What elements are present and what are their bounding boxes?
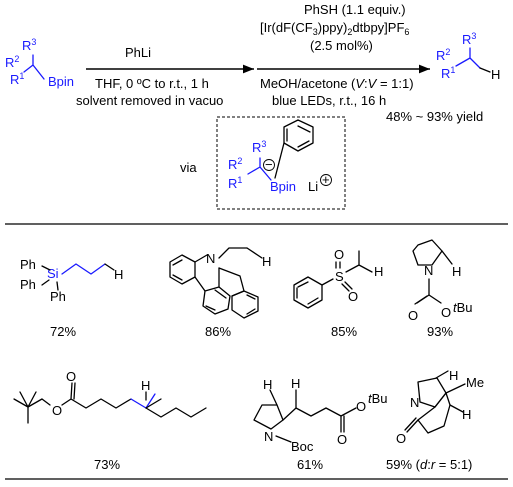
- svg-text:R3: R3: [252, 139, 266, 155]
- svg-text:H: H: [114, 267, 123, 282]
- step2-loading: (2.5 mol%): [310, 38, 373, 53]
- svg-text:R1: R1: [10, 71, 24, 87]
- svg-text:R2: R2: [436, 47, 450, 63]
- svg-text:R1: R1: [441, 65, 455, 81]
- yield-73: 73%: [94, 457, 120, 472]
- yield-86: 86%: [205, 324, 231, 339]
- svg-text:O: O: [52, 403, 62, 418]
- product-alkane: R2 R3 R1 H: [436, 31, 500, 82]
- step2-thiol: PhSH (1.1 equiv.): [304, 2, 406, 17]
- methyl-label: Me: [466, 375, 484, 390]
- svg-text:N: N: [264, 429, 273, 444]
- carbazole-n: N: [206, 251, 215, 266]
- example-carbazole: N H 86%: [169, 247, 271, 339]
- product-h: H: [491, 67, 500, 82]
- yield-61: 61%: [297, 457, 323, 472]
- svg-text:Ph: Ph: [20, 277, 36, 292]
- boc-label: Boc: [291, 439, 314, 454]
- yield-59: 59% (d:r = 5:1): [386, 457, 472, 472]
- svg-text:R3: R3: [22, 37, 36, 53]
- svg-text:R2: R2: [5, 54, 19, 70]
- bpin-label: Bpin: [48, 74, 74, 89]
- svg-text:O: O: [337, 432, 347, 447]
- substrate-alkyl-boronate: R2 R3 R1 Bpin: [5, 37, 74, 89]
- svg-text:O: O: [66, 369, 76, 384]
- svg-text:N: N: [410, 395, 419, 410]
- boronate-ate-complex: R2 R3 R1 Bpin − Li +: [228, 119, 332, 194]
- svg-text:H: H: [262, 254, 271, 269]
- svg-text:tBu: tBu: [368, 391, 388, 406]
- svg-text:tBu: tBu: [453, 300, 473, 315]
- svg-text:O: O: [408, 308, 418, 323]
- svg-text:+: +: [322, 172, 330, 187]
- pyrrolidine-n: N: [424, 263, 433, 278]
- svg-text:R2: R2: [228, 156, 242, 172]
- ate-bpin: Bpin: [270, 179, 296, 194]
- step1-conditions: THF, 0 ºC to r.t., 1 h: [95, 76, 209, 91]
- example-sulfone: S O O H 85%: [293, 247, 383, 339]
- svg-text:Ph: Ph: [50, 289, 66, 304]
- silicon-atom: Si: [47, 266, 59, 281]
- svg-text:−: −: [265, 157, 273, 172]
- example-boc-pyrrolidine: N H O O tBu 93%: [408, 239, 473, 339]
- yield-93: 93%: [427, 324, 453, 339]
- step1-workup: solvent removed in vacuo: [76, 93, 223, 108]
- via-label: via: [180, 160, 197, 175]
- example-ester: O O H 73%: [13, 369, 207, 472]
- svg-text:O: O: [356, 399, 366, 414]
- svg-text:H: H: [452, 264, 461, 279]
- step2-light: blue LEDs, r.t., 16 h: [272, 93, 386, 108]
- svg-text:H: H: [449, 368, 458, 383]
- example-silane: Ph Ph Ph Si H 72%: [20, 257, 123, 339]
- svg-text:O: O: [396, 431, 406, 446]
- svg-text:H: H: [374, 264, 383, 279]
- step1-reagent: PhLi: [125, 45, 151, 60]
- example-boc-prolinol-ester: N Boc H H O O tBu 61%: [253, 376, 388, 472]
- svg-text:H: H: [141, 378, 150, 393]
- svg-text:O: O: [348, 289, 358, 304]
- lithium-cation: Li: [308, 179, 318, 194]
- svg-text:R3: R3: [462, 31, 476, 47]
- svg-text:O: O: [441, 305, 451, 320]
- step2-catalyst: [Ir(dF(CF3)ppy)2dtbpy]PF6: [260, 20, 409, 37]
- svg-text:H: H: [462, 407, 471, 422]
- yield-72: 72%: [50, 324, 76, 339]
- example-indolizidinone: H Me H N O 59% (d:r = 5:1): [386, 368, 484, 472]
- step2-solvent: MeOH/acetone (V:V = 1:1): [260, 76, 414, 91]
- svg-text:H: H: [263, 377, 272, 392]
- svg-text:H: H: [291, 376, 300, 391]
- svg-text:R1: R1: [228, 175, 242, 191]
- sulfur-atom: S: [335, 269, 344, 284]
- svg-text:O: O: [334, 247, 344, 262]
- yield-85: 85%: [331, 324, 357, 339]
- svg-text:Ph: Ph: [20, 257, 36, 272]
- yield-range: 48% ~ 93% yield: [386, 109, 483, 124]
